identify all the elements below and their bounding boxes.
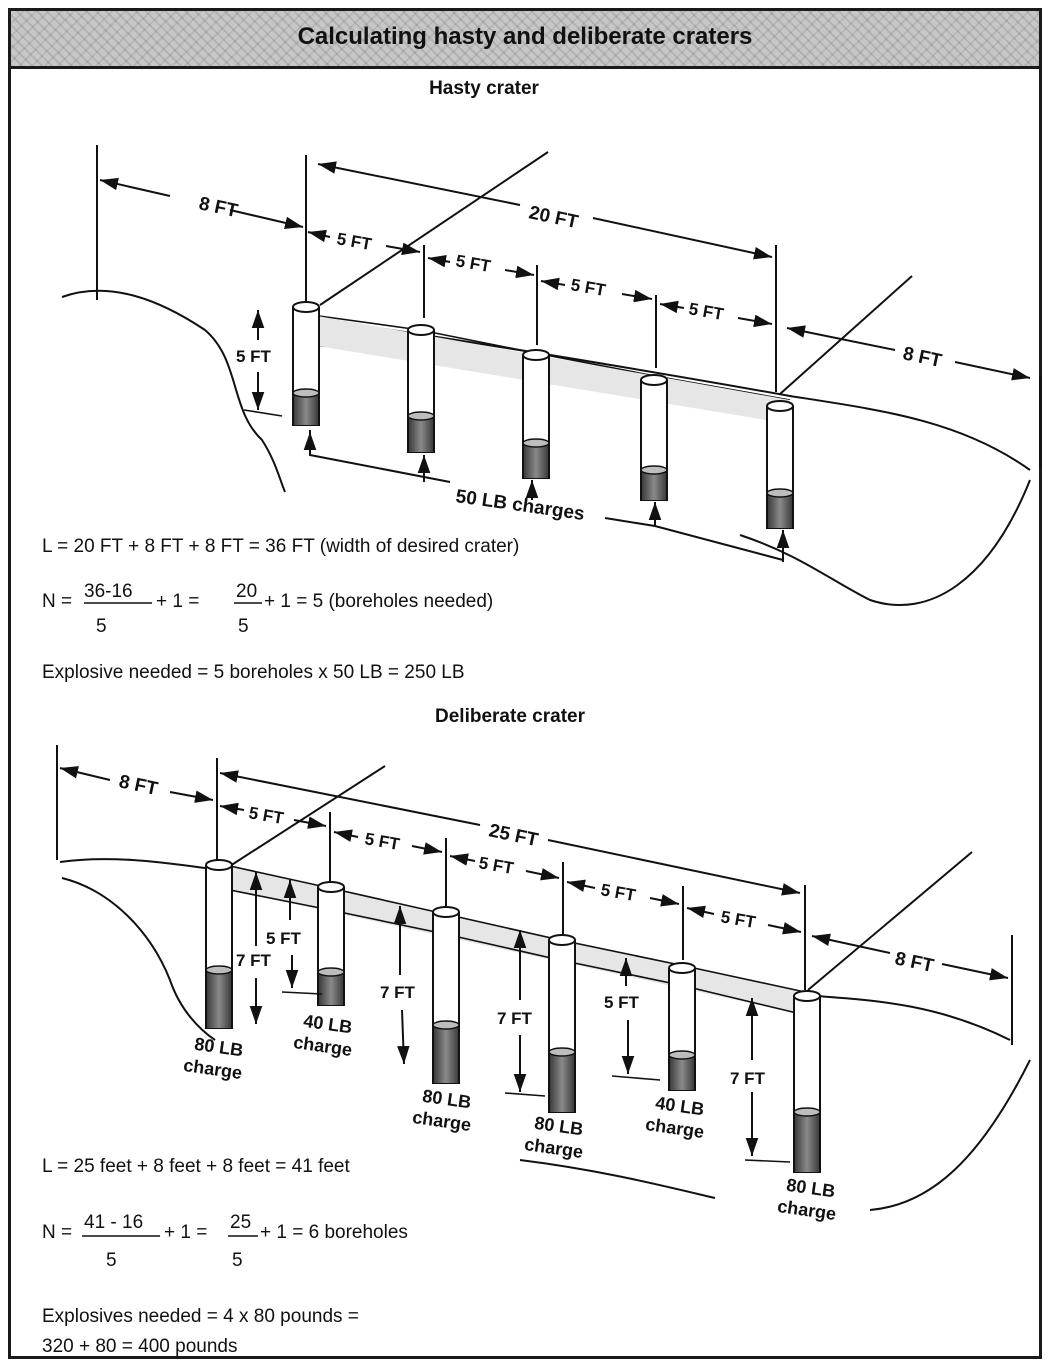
- deliberate-section: Deliberate crater: [42, 706, 1031, 1357]
- hasty-n-tail: + 1 = 5 (boreholes needed): [264, 591, 493, 612]
- deliberate-borehole-6-charge: [795, 1112, 819, 1172]
- deliberate-depth-5: 5 FT: [604, 993, 640, 1012]
- figure-title: Calculating hasty and deliberate craters: [297, 23, 753, 50]
- deliberate-n-denominator: 5: [106, 1250, 117, 1271]
- deliberate-depth-3: 7 FT: [380, 983, 416, 1002]
- hasty-explosive-total: Explosive needed = 5 boreholes x 50 LB =…: [42, 662, 465, 683]
- hasty-n-denominator: 5: [96, 616, 107, 637]
- deliberate-n-lead: N =: [42, 1222, 72, 1243]
- hasty-n-lead: N =: [42, 591, 72, 612]
- deliberate-length-formula: L = 25 feet + 8 feet + 8 feet = 41 feet: [42, 1156, 350, 1177]
- deliberate-spacing-4: 5 FT: [599, 880, 637, 905]
- hasty-borehole-3: [522, 349, 550, 479]
- deliberate-right-8ft: 8 FT: [893, 948, 936, 977]
- hasty-borehole-2: [407, 324, 435, 453]
- hasty-depth-5ft: 5 FT: [236, 347, 272, 366]
- deliberate-borehole-6: [793, 990, 821, 1173]
- hasty-section: Hasty crater: [42, 78, 1041, 683]
- hasty-spacing-3: 5 FT: [569, 275, 607, 300]
- deliberate-surface-band: [230, 867, 805, 1015]
- deliberate-explosive-line2: 320 + 80 = 400 pounds: [42, 1336, 237, 1357]
- hasty-left-8ft: 8 FT: [197, 193, 240, 222]
- hasty-n-denominator2: 5: [238, 616, 249, 637]
- deliberate-borehole-3: [432, 906, 460, 1084]
- hasty-extension-lines: [96, 145, 1041, 468]
- deliberate-boreholes: [205, 859, 821, 1173]
- hasty-charge-label: 50 LB charges: [454, 486, 586, 525]
- hasty-n-numerator: 36-16: [84, 581, 133, 602]
- hasty-n-numerator2: 20: [236, 581, 257, 602]
- deliberate-depth-2: 5 FT: [266, 929, 302, 948]
- deliberate-heading: Deliberate crater: [435, 706, 586, 727]
- hasty-borehole-5: [766, 400, 794, 529]
- hasty-borehole-4: [640, 374, 668, 501]
- hasty-n-mid: + 1 =: [156, 591, 199, 612]
- deliberate-borehole-4-charge: [550, 1052, 574, 1112]
- hasty-boreholes: [292, 301, 794, 529]
- deliberate-borehole-5: [668, 962, 696, 1091]
- hasty-length-formula: L = 20 FT + 8 FT + 8 FT = 36 FT (width o…: [42, 536, 519, 557]
- hasty-n-formula: N = 36-16 5 + 1 = 20 5 + 1 = 5 (borehole…: [42, 581, 493, 637]
- deliberate-borehole-3-charge: [434, 1025, 458, 1083]
- hasty-spacing-2: 5 FT: [454, 251, 492, 276]
- deliberate-dimension-arrows: [59, 766, 1009, 1163]
- deliberate-n-numerator2: 25: [230, 1212, 251, 1233]
- deliberate-borehole-2: [317, 881, 345, 1006]
- deliberate-borehole-1: [205, 859, 233, 1029]
- hasty-borehole-5-charge: [768, 493, 792, 528]
- deliberate-depth-1: 7 FT: [236, 951, 272, 970]
- hasty-borehole-1: [292, 301, 320, 426]
- deliberate-n-formula: N = 41 - 16 5 + 1 = 25 5 + 1 = 6 borehol…: [42, 1212, 408, 1271]
- hasty-borehole-2-charge: [409, 416, 433, 452]
- deliberate-borehole-2-charge: [319, 972, 343, 1005]
- deliberate-n-tail: + 1 = 6 boreholes: [260, 1222, 408, 1243]
- deliberate-n-denominator2: 5: [232, 1250, 243, 1271]
- deliberate-total-25ft: 25 FT: [487, 820, 540, 851]
- deliberate-left-8ft: 8 FT: [117, 771, 160, 800]
- deliberate-charge-labels: 80 LB charge 40 LB charge 80 LB charge 8…: [182, 1011, 837, 1224]
- deliberate-depth-4: 7 FT: [497, 1009, 533, 1028]
- hasty-borehole-3-charge: [524, 443, 548, 478]
- deliberate-spacing-3: 5 FT: [477, 853, 515, 878]
- deliberate-spacing-5: 5 FT: [719, 907, 757, 932]
- deliberate-spacing-1: 5 FT: [247, 803, 285, 828]
- hasty-dimension-arrows: [99, 161, 1031, 562]
- deliberate-borehole-1-charge: [207, 970, 231, 1028]
- deliberate-extension-lines: [56, 745, 1013, 1045]
- hasty-heading: Hasty crater: [429, 78, 539, 99]
- hasty-right-8ft: 8 FT: [901, 343, 944, 372]
- hasty-total-20ft: 20 FT: [527, 202, 580, 233]
- deliberate-spacing-2: 5 FT: [363, 829, 401, 854]
- deliberate-explosive-line1: Explosives needed = 4 x 80 pounds =: [42, 1306, 359, 1327]
- hasty-borehole-1-charge: [294, 393, 318, 425]
- deliberate-terrain: [59, 765, 1031, 1211]
- hasty-surface-band: [312, 315, 790, 424]
- title-bar: Calculating hasty and deliberate craters: [11, 11, 1039, 69]
- figure-frame: Calculating hasty and deliberate craters: [8, 8, 1042, 1359]
- deliberate-borehole-5-charge: [670, 1055, 694, 1090]
- deliberate-n-mid: + 1 =: [164, 1222, 207, 1243]
- hasty-borehole-4-charge: [642, 470, 666, 500]
- hasty-spacing-1: 5 FT: [335, 229, 373, 254]
- deliberate-depth-6: 7 FT: [730, 1069, 766, 1088]
- deliberate-borehole-4: [548, 934, 576, 1113]
- hasty-spacing-4: 5 FT: [687, 299, 725, 324]
- deliberate-n-numerator: 41 - 16: [84, 1212, 143, 1233]
